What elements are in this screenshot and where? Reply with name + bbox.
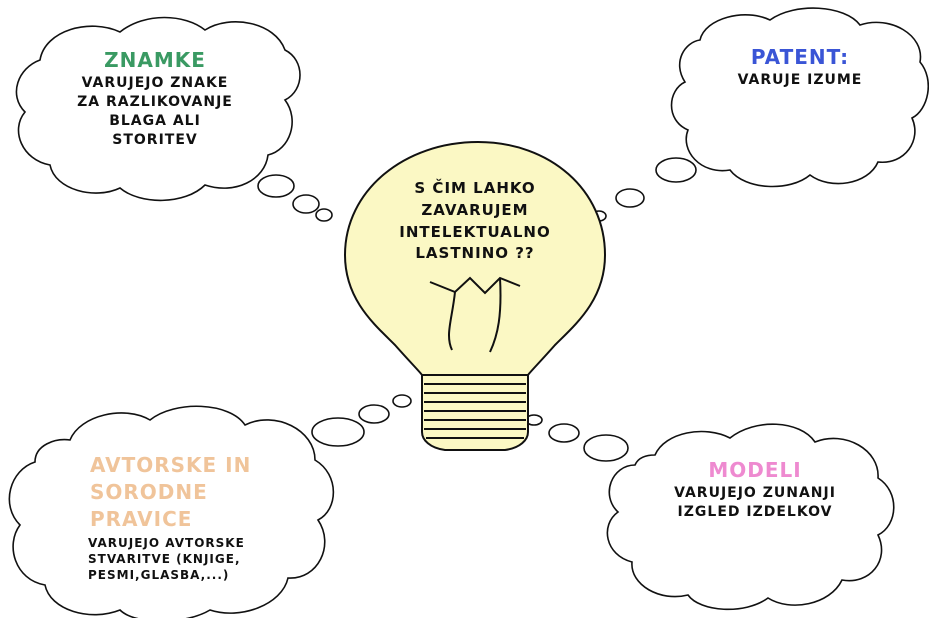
lightbulb-icon — [343, 140, 607, 451]
cloud-znamke — [15, 16, 301, 202]
cloud-avtorske — [8, 405, 335, 618]
bubble-bl-3 — [392, 394, 412, 408]
modeli-line: VARUJEJO ZUNANJI — [674, 485, 836, 501]
modeli-block: MODELI VARUJEJO ZUNANJI IZGLED IZDELKOV — [645, 457, 865, 522]
bubble-br-2 — [548, 423, 580, 443]
modeli-line: IZGLED IZDELKOV — [677, 503, 833, 520]
avtorske-line: PESMI,GLASBA,...) — [88, 568, 230, 583]
avtorske-title: SORODNE PRAVICE — [90, 480, 208, 531]
avtorske-line: STVARITVE (KNJIGE, — [88, 552, 241, 567]
bubble-bl-1 — [311, 417, 365, 447]
znamke-line: STORITEV — [112, 131, 198, 148]
bubble-tl-2 — [292, 194, 320, 214]
modeli-title: MODELI — [708, 458, 802, 482]
bubble-tr-1 — [655, 157, 697, 183]
bubble-bl-2 — [358, 404, 390, 424]
center-line: INTELEKTUALNO — [399, 222, 551, 241]
znamke-title: ZNAMKE — [104, 48, 206, 72]
avtorske-title: AVTORSKE IN — [90, 453, 252, 477]
znamke-line: BLAGA ALI — [109, 112, 201, 129]
center-line: ZAVARUJEM — [421, 200, 529, 219]
avtorske-line: VARUJEJO AVTORSKE — [88, 536, 245, 550]
center-line: LASTNINO ?? — [415, 244, 535, 263]
avtorske-block: AVTORSKE IN SORODNE PRAVICE VARUJEJO AVT… — [72, 452, 302, 584]
znamke-block: ZNAMKE VARUJEJO ZNAKE ZA RAZLIKOVANJE BL… — [50, 47, 260, 150]
cloud-modeli — [606, 423, 895, 611]
patent-title: PATENT: — [750, 45, 850, 69]
patent-line: VARUJE IZUME — [737, 72, 863, 88]
center-line: S ČIM LAHKO — [414, 179, 536, 197]
znamke-line: VARUJEJO ZNAKE — [81, 75, 229, 91]
bulb-filament — [429, 276, 521, 353]
bubble-tl-3 — [315, 208, 333, 222]
bubble-tr-2 — [615, 188, 645, 208]
center-question: S ČIM LAHKO ZAVARUJEM INTELEKTUALNO LAST… — [385, 178, 565, 265]
znamke-line: ZA RAZLIKOVANJE — [77, 93, 233, 110]
bubble-br-3 — [583, 434, 629, 462]
bubble-tl-1 — [257, 174, 295, 198]
cloud-patent — [670, 7, 929, 188]
patent-block: PATENT: VARUJE IZUME — [700, 44, 900, 90]
